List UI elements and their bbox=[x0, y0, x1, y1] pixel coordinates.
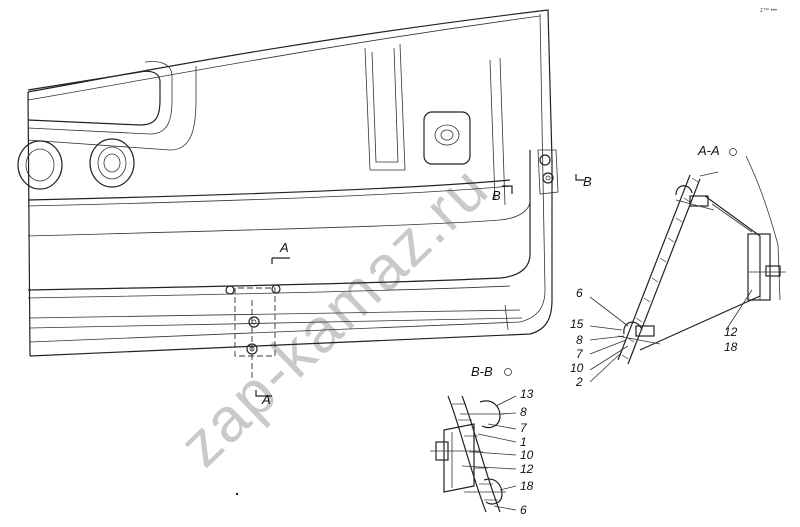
svg-text:2: 2 bbox=[575, 375, 583, 389]
svg-text:A: A bbox=[279, 240, 289, 255]
svg-text:A-A: A-A bbox=[697, 143, 720, 158]
svg-text:12: 12 bbox=[724, 325, 738, 339]
aa-bolt-bottom bbox=[617, 321, 661, 345]
cab-rear-panel bbox=[17, 9, 553, 357]
svg-text:B: B bbox=[583, 174, 592, 189]
bb-bolt-top bbox=[460, 400, 504, 429]
svg-text:6: 6 bbox=[576, 286, 583, 300]
section-bb-drawing bbox=[430, 395, 517, 513]
section-marker-a-top: A bbox=[271, 240, 290, 264]
svg-text:8: 8 bbox=[520, 405, 527, 419]
bracket-area-a bbox=[225, 284, 281, 380]
square-fitting bbox=[423, 111, 471, 165]
bracket-area-b bbox=[537, 149, 559, 195]
aa-bolt-top bbox=[675, 185, 715, 211]
svg-text:10: 10 bbox=[520, 448, 534, 462]
svg-text:12: 12 bbox=[520, 462, 534, 476]
section-aa-drawing bbox=[589, 155, 786, 383]
section-bb-title: B-B bbox=[471, 364, 512, 379]
svg-text:13: 13 bbox=[520, 387, 534, 401]
section-marker-a-bottom: A bbox=[255, 390, 272, 407]
section-marker-b-left: B bbox=[492, 185, 513, 203]
svg-text:B-B: B-B bbox=[471, 364, 493, 379]
svg-text:18: 18 bbox=[724, 340, 738, 354]
svg-text:B: B bbox=[492, 188, 501, 203]
svg-text:7: 7 bbox=[576, 347, 584, 361]
lamp-opening-left bbox=[17, 140, 63, 190]
bb-bolt-bottom bbox=[464, 478, 506, 505]
section-aa-title: A-A bbox=[697, 143, 737, 158]
svg-text:6: 6 bbox=[520, 503, 527, 517]
stray-dot bbox=[235, 492, 239, 496]
section-marker-b-right: B bbox=[575, 174, 592, 189]
section-aa-callouts: 6 15 8 7 10 2 12 18 bbox=[570, 286, 738, 389]
svg-text:A: A bbox=[261, 392, 271, 407]
watermark-text: zap-kamaz.ru bbox=[167, 153, 502, 480]
svg-text:7: 7 bbox=[520, 421, 528, 435]
svg-text:15: 15 bbox=[570, 317, 584, 331]
section-bb-callouts: 13 8 7 1 10 12 18 6 bbox=[520, 387, 534, 517]
aa-bolt-side bbox=[748, 265, 786, 277]
corner-mark: z™ ••• bbox=[760, 7, 777, 14]
svg-text:18: 18 bbox=[520, 479, 534, 493]
lamp-opening-right bbox=[89, 138, 135, 188]
svg-text:1: 1 bbox=[520, 435, 527, 449]
svg-text:10: 10 bbox=[570, 361, 584, 375]
svg-text:8: 8 bbox=[576, 333, 583, 347]
